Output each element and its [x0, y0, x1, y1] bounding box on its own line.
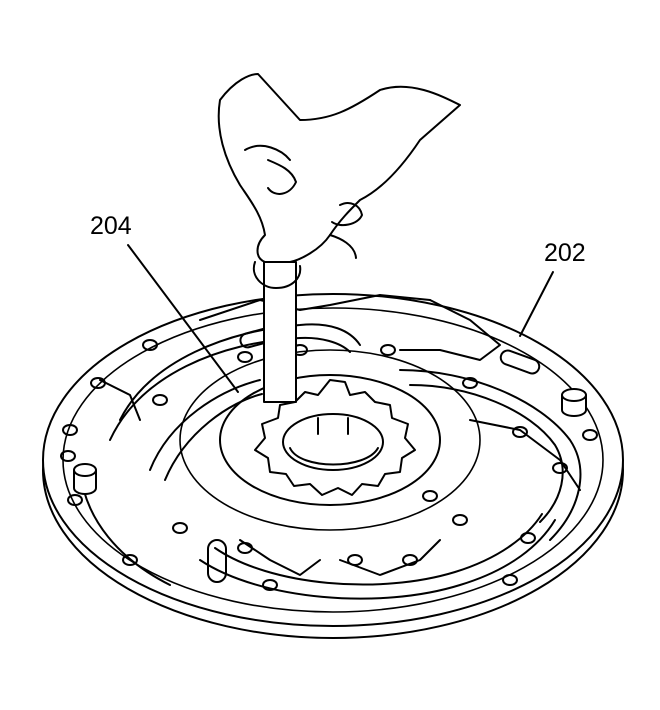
dowel-pin	[561, 388, 587, 417]
channel-passage	[199, 519, 556, 600]
plate-slot	[207, 539, 227, 583]
channel-passage	[214, 513, 543, 586]
channel-passage	[239, 539, 321, 576]
bolt-holes	[60, 339, 598, 591]
tool-shaft	[263, 261, 297, 403]
hand-outline	[217, 73, 461, 263]
hand-with-tool	[217, 73, 461, 403]
leader-line-204	[127, 244, 239, 393]
dowel-pin	[73, 463, 97, 495]
callout-label-rotor: 204	[90, 212, 132, 240]
leader-line-202	[519, 271, 554, 337]
finger-detail	[267, 159, 297, 195]
channel-passage	[339, 539, 441, 576]
rotor-bore	[282, 413, 384, 471]
callout-label-pump-plate: 202	[544, 239, 586, 267]
finger-detail	[329, 234, 357, 259]
channel-passage	[469, 419, 581, 491]
thumb-detail	[252, 261, 302, 289]
rotor-pocket	[179, 349, 481, 531]
channel-passage	[409, 384, 564, 523]
rotor-bore-depth	[289, 447, 379, 466]
channel-passage	[399, 369, 582, 541]
channel-passage	[199, 294, 431, 321]
hand-crease	[244, 144, 291, 161]
channel-passage	[149, 379, 261, 471]
channel-passage	[399, 299, 501, 361]
rotor-bore-slot	[317, 417, 349, 435]
finger-detail	[331, 202, 363, 227]
channel-passage	[99, 379, 141, 421]
channel-passage	[109, 336, 351, 441]
rotor-204	[254, 379, 416, 496]
plate-slot	[499, 349, 541, 375]
channel-passage	[164, 393, 263, 481]
